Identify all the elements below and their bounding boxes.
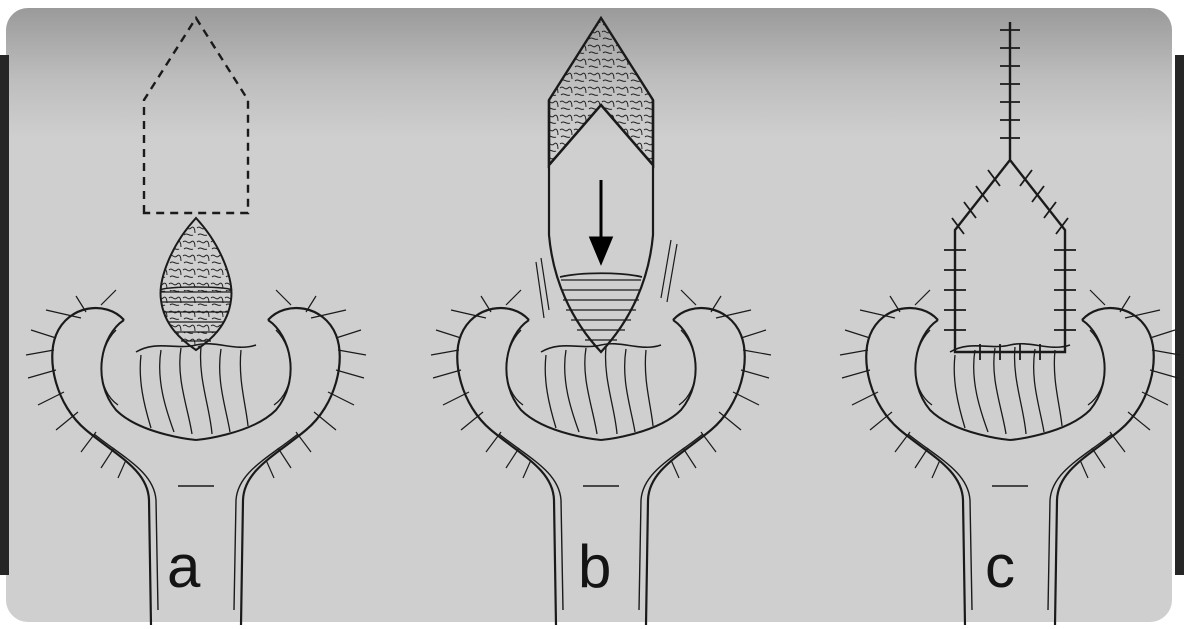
downward-arrow-icon xyxy=(591,180,611,262)
panel-label-b: b xyxy=(578,533,611,600)
panel-label-c: c xyxy=(985,533,1015,600)
dashed-incision-outline xyxy=(144,18,248,213)
panel-label-a: a xyxy=(167,533,201,600)
